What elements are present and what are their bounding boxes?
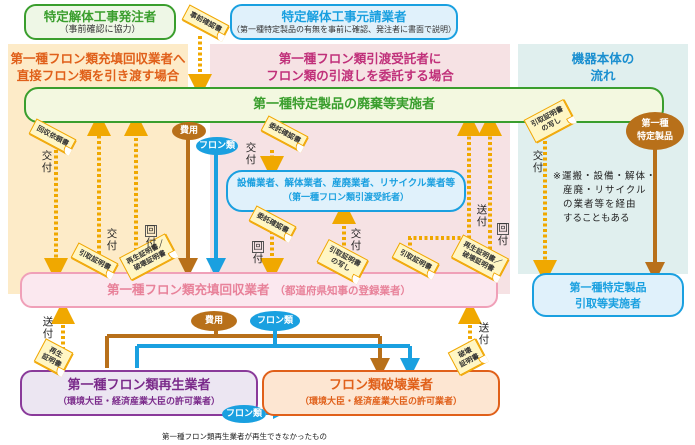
contractor-title: 特定解体工事元請業者 bbox=[281, 9, 407, 24]
label-char: 付 bbox=[252, 253, 264, 265]
collector-sub: （都道府県知事の登録業者） bbox=[274, 285, 412, 297]
label-char: 送 bbox=[42, 316, 54, 328]
return-label: 回付 bbox=[252, 240, 264, 265]
freon-pill-lower: フロン類 bbox=[250, 311, 300, 331]
label-char: 付 bbox=[245, 154, 257, 166]
zone-entrust-title-line: 第一種フロン類引渡受託者に bbox=[278, 51, 442, 66]
recycler-title: 第一種フロン類再生業者 bbox=[67, 378, 211, 393]
zone-direct-title-line: 直接フロン類を引き渡す場合 bbox=[16, 68, 180, 83]
label-char: 付 bbox=[350, 240, 362, 252]
cost-pill-lower: 費用 bbox=[191, 311, 237, 331]
product-pill-line: 特定製品 bbox=[636, 132, 673, 142]
collector-title: 第一種フロン類充填回収業者 bbox=[106, 282, 270, 297]
destroyer-sub: （環境大臣・経済産業大臣の許可業者） bbox=[299, 397, 462, 407]
note-line: することもある bbox=[563, 213, 630, 224]
label-char: 回 bbox=[497, 223, 509, 235]
deliver-label: 交付 bbox=[245, 142, 257, 166]
orderer-title: 特定解体工事発注者 bbox=[43, 9, 157, 24]
recycler-sub: （環境大臣・経済産業大臣の許可業者） bbox=[57, 397, 220, 407]
cost-arrowheads bbox=[105, 366, 380, 368]
label-char: 付 bbox=[532, 162, 544, 174]
send-label: 送付 bbox=[478, 322, 490, 346]
deliver-label: 交付 bbox=[41, 150, 53, 174]
freon-pill-bottom: フロン類 bbox=[222, 405, 266, 423]
zone-entrust-title-line: フロン類の引渡しを委託する場合 bbox=[266, 68, 454, 83]
contractor-box: 特定解体工事元請業者 （第一種特定製品の有無を事前に確認、発注者に書面で説明） bbox=[230, 4, 458, 40]
note-line: 産廃・リサイクル bbox=[563, 185, 647, 196]
label-char: 付 bbox=[497, 235, 509, 247]
zone-equipment-title-line: 流れ bbox=[590, 68, 616, 83]
label-char: 回 bbox=[252, 241, 264, 253]
zone-direct-title: 第一種フロン類充填回収業者へ 直接フロン類を引き渡す場合 bbox=[8, 50, 188, 84]
trustee-box: 設備業者、解体業者、産廃業者、リサイクル業者等 （第一種フロン類引渡受託者） bbox=[226, 170, 466, 212]
zone-equipment-title-line: 機器本体の bbox=[571, 51, 635, 66]
freon-arrowheads bbox=[135, 366, 410, 368]
label-char: 付 bbox=[478, 334, 490, 346]
discarder-title: 第一種特定製品の廃棄等実施者 bbox=[252, 97, 435, 112]
label-char: 交 bbox=[106, 228, 118, 240]
taker-title-line: 第一種特定製品 bbox=[569, 281, 647, 294]
deliver-label: 交付 bbox=[350, 228, 362, 252]
label-char: 交 bbox=[350, 228, 362, 240]
product-pill-line: 第一種 bbox=[641, 119, 669, 129]
freon-split-line bbox=[135, 325, 412, 366]
deliver-label: 交付 bbox=[106, 228, 118, 252]
zone-direct-title-line: 第一種フロン類充填回収業者へ bbox=[10, 51, 186, 66]
orderer-sub: （事前確認に協力） bbox=[59, 25, 141, 35]
label-char: 送 bbox=[476, 204, 488, 216]
label-char: 交 bbox=[41, 150, 53, 162]
label-char: 回 bbox=[145, 225, 157, 237]
destroyer-box: フロン類破壊業者 （環境大臣・経済産業大臣の許可業者） bbox=[262, 370, 500, 416]
cost-pill: 費用 bbox=[172, 122, 206, 140]
route-note: ※運搬・設備・解体・ 産廃・リサイクル の業者等を経由 することもある bbox=[553, 170, 656, 226]
label-char: 交 bbox=[245, 142, 257, 154]
return-label: 回付 bbox=[145, 224, 157, 249]
label-char: 付 bbox=[106, 240, 118, 252]
label-char: 付 bbox=[145, 237, 157, 249]
send-label: 送付 bbox=[42, 316, 54, 340]
label-char: 付 bbox=[476, 216, 488, 228]
label-char: 送 bbox=[478, 322, 490, 334]
contractor-sub: （第一種特定製品の有無を事前に確認、発注者に書面で説明） bbox=[232, 25, 456, 34]
label-char: 交 bbox=[532, 150, 544, 162]
return-label: 回付 bbox=[497, 222, 509, 247]
freon-pill: フロン類 bbox=[196, 137, 238, 155]
product-pill: 第一種 特定製品 bbox=[626, 112, 684, 150]
trustee-title: 設備業者、解体業者、産廃業者、リサイクル業者等 bbox=[236, 178, 456, 189]
trustee-sub: （第一種フロン類引渡受託者） bbox=[282, 193, 409, 203]
recycler-box: 第一種フロン類再生業者 （環境大臣・経済産業大臣の許可業者） bbox=[20, 370, 258, 416]
zone-entrust-title: 第一種フロン類引渡受託者に フロン類の引渡しを委託する場合 bbox=[210, 50, 510, 84]
label-char: 付 bbox=[42, 328, 54, 340]
note-line: の業者等を経由 bbox=[563, 199, 637, 210]
orderer-box: 特定解体工事発注者 （事前確認に協力） bbox=[24, 4, 176, 40]
taker-box: 第一種特定製品 引取等実施者 bbox=[532, 273, 684, 317]
label-char: 付 bbox=[41, 162, 53, 174]
zone-equipment-title: 機器本体の 流れ bbox=[518, 50, 688, 84]
deliver-label: 交付 bbox=[532, 150, 544, 174]
note-line: ※運搬・設備・解体・ bbox=[553, 171, 657, 182]
destroyer-title: フロン類破壊業者 bbox=[328, 378, 433, 393]
send-label: 送付 bbox=[476, 204, 488, 228]
collector-box: 第一種フロン類充填回収業者 （都道府県知事の登録業者） bbox=[20, 272, 498, 308]
footnote: 第一種フロン類再生業者が再生できなかったもの bbox=[162, 432, 327, 441]
taker-title-line: 引取等実施者 bbox=[575, 297, 641, 310]
